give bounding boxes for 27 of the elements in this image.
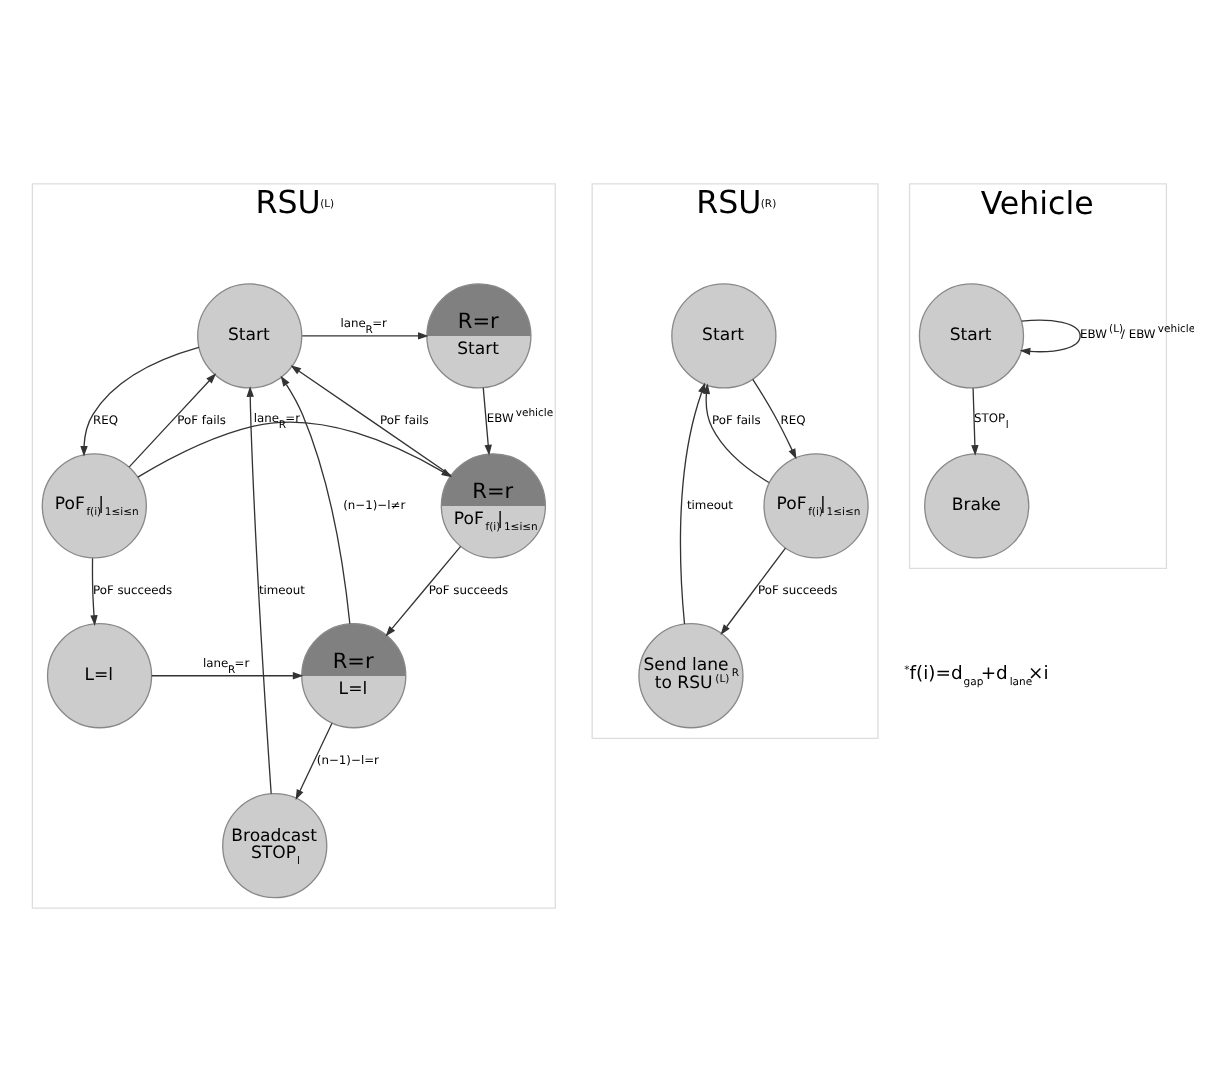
arrow [290, 365, 452, 477]
arrow [720, 547, 787, 635]
arrow [128, 373, 217, 468]
arrow [301, 332, 429, 340]
arrow [1019, 319, 1081, 356]
arrow [295, 722, 333, 801]
arrow [482, 387, 492, 456]
arrow [280, 375, 351, 625]
arrow [971, 387, 979, 456]
node-circle: Brake [924, 453, 1030, 559]
arrow [80, 346, 200, 457]
node-circle: Start [671, 283, 777, 389]
arrow [385, 545, 462, 637]
arrow [679, 382, 706, 625]
arrow [752, 378, 797, 460]
arrow [702, 383, 770, 484]
arrow [90, 557, 98, 626]
node-circle: PoF$_{f(i)}$|$_{1≤i≤n}$ [763, 453, 869, 559]
node-circle: L=l [46, 623, 153, 729]
node-circle: PoF$_{f(i)}$|$_{1≤i≤n}$ [41, 453, 147, 559]
node-circle: R=r Start [426, 283, 532, 389]
node-circle: Broadcast STOP$_{l}$ [222, 792, 328, 899]
arrow [246, 386, 272, 795]
arrow [150, 672, 304, 680]
label: $^{*}$f(i)=d$_{gap}$+d$_{lane}$×i [904, 663, 1049, 690]
node-circle: Start [918, 283, 1025, 389]
arrow [137, 421, 453, 478]
